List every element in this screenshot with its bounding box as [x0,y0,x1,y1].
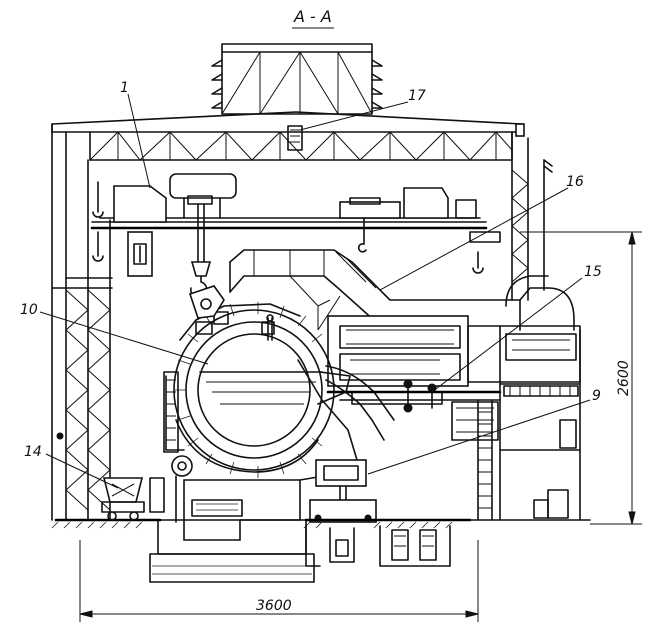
roof-lantern [211,43,383,115]
width-dimension-label: 3600 [256,598,292,614]
furnace-body [163,285,351,523]
leader-17 [299,101,409,131]
callout-leaders [39,93,591,489]
transformer-room [467,325,581,521]
ground-level [51,518,591,567]
leader-1 [127,93,151,189]
section-title: A - A [293,7,332,26]
leader-10 [39,311,209,365]
height-dimension: 2600 [520,231,642,525]
leader-16 [379,187,569,291]
left-column [51,123,113,521]
tilting-mechanism [309,459,377,563]
callout-10: 10 [20,302,38,318]
leader-14 [45,453,119,489]
height-dimension-label: 2600 [616,360,632,396]
overhead-crane [90,173,488,299]
roof-truss [51,111,525,161]
leader-15 [431,277,583,393]
width-dimension: 3600 [79,540,479,622]
electrode-arm [325,315,502,441]
callout-14: 14 [24,444,42,460]
callout-16: 16 [566,174,584,190]
right-column [469,131,553,301]
callout-9: 9 [592,388,601,404]
slag-car [101,477,165,521]
callout-1: 1 [120,80,129,96]
callout-15: 15 [584,264,602,280]
callout-17: 17 [408,88,426,104]
leader-9 [367,399,591,475]
